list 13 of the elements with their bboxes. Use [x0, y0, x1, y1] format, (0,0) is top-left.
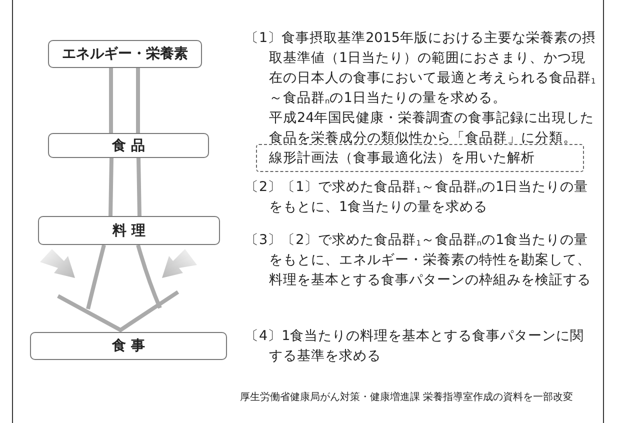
stage-box: 料 理 — [38, 216, 220, 245]
dashed-note-box: 線形計画法（食事最適化法）を用いた解析 — [256, 144, 584, 172]
stage-box: 食 品 — [48, 133, 209, 158]
step-text: 〔3〕〔2〕で求めた食品群$_{1}$～食品群$_{n}$の1食当たりの量をもとに、エネルギー・栄養素の特性を勘案して、料理を基本とする食事パターンの枠組みを検証する — [245, 231, 592, 290]
connector-line — [108, 156, 142, 218]
connector-line — [109, 66, 140, 135]
step-text: 〔1〕食事摂取基準2015年版における主要な栄養素の摂取基準値（1日当たり）の範囲におさまり、かつ現在の日本人の食事において最適と考えられる食品群$_{1}$～食品群$_{n}$の1日当たりの量を求める。 — [245, 29, 597, 108]
step-text: 〔2〕〔1〕で求めた食品群$_{1}$～食品群$_{n}$の1日当たりの量をもとに、1食当たりの量を求める — [245, 178, 590, 217]
source-note: 厚生労働省健康局がん対策・健康増進課 栄養指導室作成の資料を一部改変 — [240, 391, 574, 405]
stage-box: 食 事 — [30, 332, 227, 360]
step-text: 〔4〕1食当たりの料理を基本とする食事パターンに関する基準を求める — [245, 327, 586, 366]
stage-box: エネルギー・栄養素 — [48, 40, 202, 68]
connector-line — [56, 243, 180, 332]
